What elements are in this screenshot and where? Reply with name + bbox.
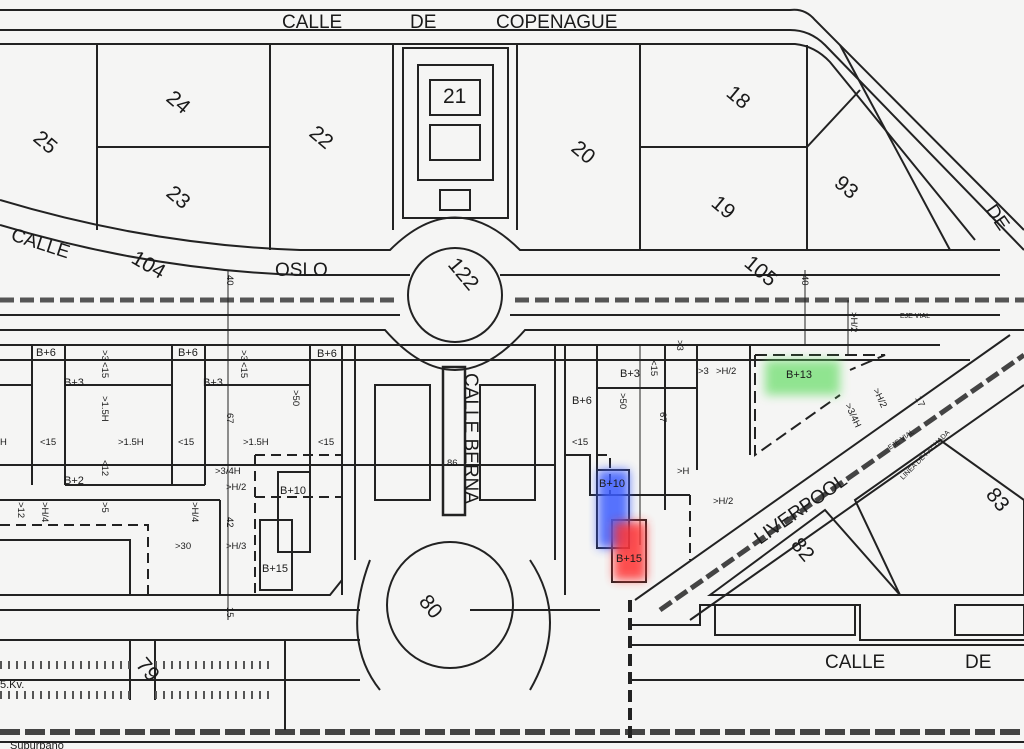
plot-24: 24 [162, 86, 195, 119]
plot-79: 79 [131, 653, 164, 686]
dim-h4-1: >H/4 [39, 502, 50, 522]
bldg-b13: B+13 [786, 369, 812, 381]
dim-gt5: >5 [99, 502, 110, 513]
dim-lt15-4: <15 [572, 437, 588, 448]
street-oslo-2: OSLO [275, 260, 328, 281]
plot-104: 104 [128, 246, 170, 284]
plot-80: 80 [414, 590, 447, 623]
dim-lt15-7: <15 [648, 360, 659, 376]
bldg-b6-4: B+6 [572, 395, 592, 407]
dim-h3: >H/3 [226, 541, 246, 552]
dim-gth: >H [677, 466, 690, 477]
street-copenague-2: DE [410, 12, 436, 33]
plot-23: 23 [162, 181, 195, 214]
dim-lt15-3: <15 [318, 437, 334, 448]
bldg-b6-3: B+6 [317, 348, 337, 360]
dim-15: 15 [224, 607, 235, 618]
street-bottom-1: CALLE [825, 652, 885, 673]
dim-42: 42 [224, 517, 235, 528]
bldg-b6-2: B+6 [178, 347, 198, 359]
dim-gt3-2: >3 [238, 350, 249, 361]
plan-linework [0, 8, 1024, 743]
dim-86: 86 [447, 458, 458, 469]
bldg-b3-2: B+3 [203, 377, 223, 389]
kv-label: 5.Kv. [0, 679, 24, 691]
dim-gt3-4: >3 [698, 366, 709, 377]
street-berna: CALLE BERNA [460, 373, 481, 504]
dim-h2-4: >H/2 [848, 312, 859, 332]
plot-105: 105 [740, 251, 782, 291]
dim-h: H [0, 437, 7, 448]
dim-lt15-2: <15 [178, 437, 194, 448]
eje-vial-1: EJE VIAL [900, 313, 930, 320]
plot-22: 22 [305, 121, 338, 154]
street-copenague-1: CALLE [282, 12, 342, 33]
plot-19: 19 [707, 191, 740, 224]
bldg-b15-1: B+15 [262, 563, 288, 575]
dim-gt3-3: >3 [674, 340, 685, 351]
plot-82: 82 [786, 533, 819, 566]
highlight-red [614, 522, 646, 580]
bldg-b3-1: B+3 [64, 377, 84, 389]
dim-34h-2: >3/4H [842, 402, 863, 430]
plot-18: 18 [722, 81, 755, 114]
eje-vial-2: EJE VIAL [887, 429, 916, 452]
dim-15h-2: >1.5H [243, 437, 269, 448]
dim-gt12: >12 [15, 502, 26, 518]
dim-15h-1: >1.5H [118, 437, 144, 448]
dim-34h-1: >3/4H [215, 466, 241, 477]
bldg-b10-2: B+10 [599, 478, 625, 490]
dim-h2-3: >H/2 [713, 496, 733, 507]
dim-gt50-1: >50 [290, 390, 301, 406]
dim-lt15-1: <15 [40, 437, 56, 448]
street-top-right: DE [981, 201, 1013, 235]
dim-gt3-1: >3 [99, 350, 110, 361]
dim-gt50-2: >50 [617, 393, 628, 409]
plot-122: 122 [443, 253, 483, 295]
plot-93: 93 [830, 171, 863, 204]
dim-40-2: 40 [799, 275, 810, 286]
bldg-b2: B+2 [64, 475, 84, 487]
dim-17: 17 [912, 395, 926, 409]
dim-h2-1: >H/2 [226, 482, 246, 493]
bldg-b3-3: B+3 [620, 368, 640, 380]
dim-lt12: <12 [99, 460, 110, 476]
street-bottom-2: DE [965, 652, 991, 673]
street-copenague-3: COPENAGUE [496, 12, 617, 33]
bldg-b10-1: B+10 [280, 485, 306, 497]
plot-20: 20 [567, 136, 600, 169]
dim-h2-5: >H/2 [870, 387, 889, 410]
street-oslo-1: CALLE [8, 225, 72, 264]
dim-40-1: 40 [224, 275, 235, 286]
dim-gt30: >30 [175, 541, 191, 552]
dim-67-1: 67 [224, 413, 235, 424]
bldg-b15-2: B+15 [616, 553, 642, 565]
dim-15h-3: >1.5H [99, 396, 110, 422]
bldg-b6-1: B+6 [36, 347, 56, 359]
dim-lt15-5: <15 [99, 362, 110, 378]
dim-67-2: 67 [657, 412, 668, 423]
plot-21: 21 [443, 85, 466, 108]
highlight-green [765, 360, 840, 395]
dim-h4-2: >H/4 [189, 502, 200, 522]
plot-25: 25 [29, 126, 62, 159]
dim-h2-2: >H/2 [716, 366, 736, 377]
suburbano-label: Suburbano [10, 740, 64, 749]
dim-lt15-6: <15 [238, 362, 249, 378]
